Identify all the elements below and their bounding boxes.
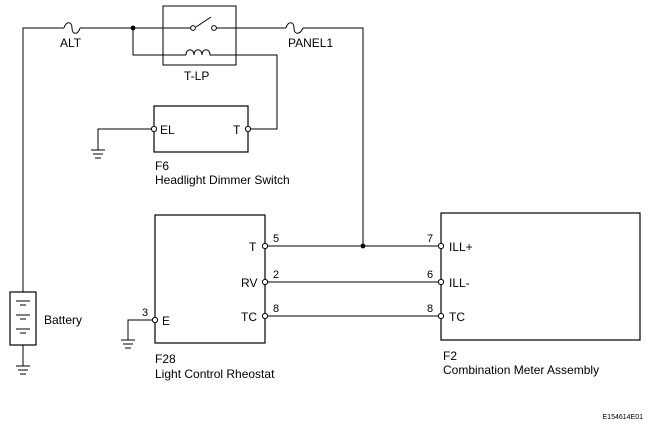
f28-pin-t: T (249, 240, 257, 254)
ground-symbol-f28 (121, 339, 135, 349)
f6-terminal-el (150, 125, 158, 133)
wire-e-to-ground (127, 319, 152, 340)
ground-symbol-f6 (91, 149, 105, 159)
f28-num-rv: 2 (273, 269, 279, 281)
f6-terminal-t (244, 125, 252, 133)
junction-dot-ill (360, 243, 366, 249)
f6-pin-el: EL (160, 123, 175, 137)
battery-label: Battery (44, 313, 82, 327)
f2-pin-ill-minus: ILL- (449, 276, 470, 290)
f2-terminal-ill-minus (437, 278, 445, 286)
f28-pin-tc: TC (241, 310, 257, 324)
relay-label: T-LP (184, 69, 209, 83)
f28-terminal-t (261, 242, 269, 250)
f2-num-ill-minus: 6 (427, 269, 433, 281)
f2-code: F2 (443, 349, 457, 363)
f2-terminal-ill-plus (437, 242, 445, 250)
relay-contact-left (190, 25, 196, 31)
f2-pin-ill-plus: ILL+ (449, 240, 473, 254)
figure-code: E154614E01 (603, 414, 644, 421)
f28-terminal-tc (261, 312, 269, 320)
wires (22, 16, 438, 366)
f2-box (440, 212, 641, 341)
wire-battery-to-alt (22, 27, 64, 292)
f2-pin-tc: TC (449, 310, 465, 324)
wire-coil-feed (132, 28, 186, 56)
relay-box (162, 5, 237, 66)
f2-num-tc: 8 (427, 303, 433, 315)
f6-box (153, 105, 249, 153)
f28-code: F28 (155, 352, 176, 366)
f28-name: Light Control Rheostat (155, 367, 275, 381)
wire-coil-return (212, 54, 278, 130)
fuse-panel1-label: PANEL1 (288, 36, 333, 50)
relay-coil-bg (186, 50, 212, 60)
f28-num-tc: 8 (273, 303, 279, 315)
relay-contact-right (211, 25, 217, 31)
battery-cells (16, 300, 30, 334)
fuse-alt-symbol (63, 22, 81, 34)
f28-box (154, 214, 266, 344)
f2-name: Combination Meter Assembly (443, 363, 599, 377)
f28-pin-rv: RV (241, 276, 257, 290)
f28-terminal-rv (261, 278, 269, 286)
ground-symbol-battery (16, 365, 30, 375)
relay-switch-blade (195, 16, 212, 28)
f6-code: F6 (155, 159, 169, 173)
f28-pin-e: E (162, 314, 170, 328)
f2-num-ill-plus: 7 (427, 233, 433, 245)
fuse-panel1-symbol (285, 22, 304, 34)
f28-num-t: 5 (273, 233, 279, 245)
f2-terminal-tc (437, 312, 445, 320)
fuse-alt-label: ALT (60, 36, 82, 50)
f6-pin-t: T (233, 123, 241, 137)
junction-dot-alt (130, 25, 136, 31)
relay-coil-symbol (185, 49, 212, 56)
f28-num-e: 3 (142, 307, 148, 319)
f6-name: Headlight Dimmer Switch (155, 173, 290, 187)
f28-terminal-e (151, 316, 159, 324)
wire-el-to-ground (97, 128, 151, 150)
wire-panel1-to-ill (303, 27, 364, 246)
